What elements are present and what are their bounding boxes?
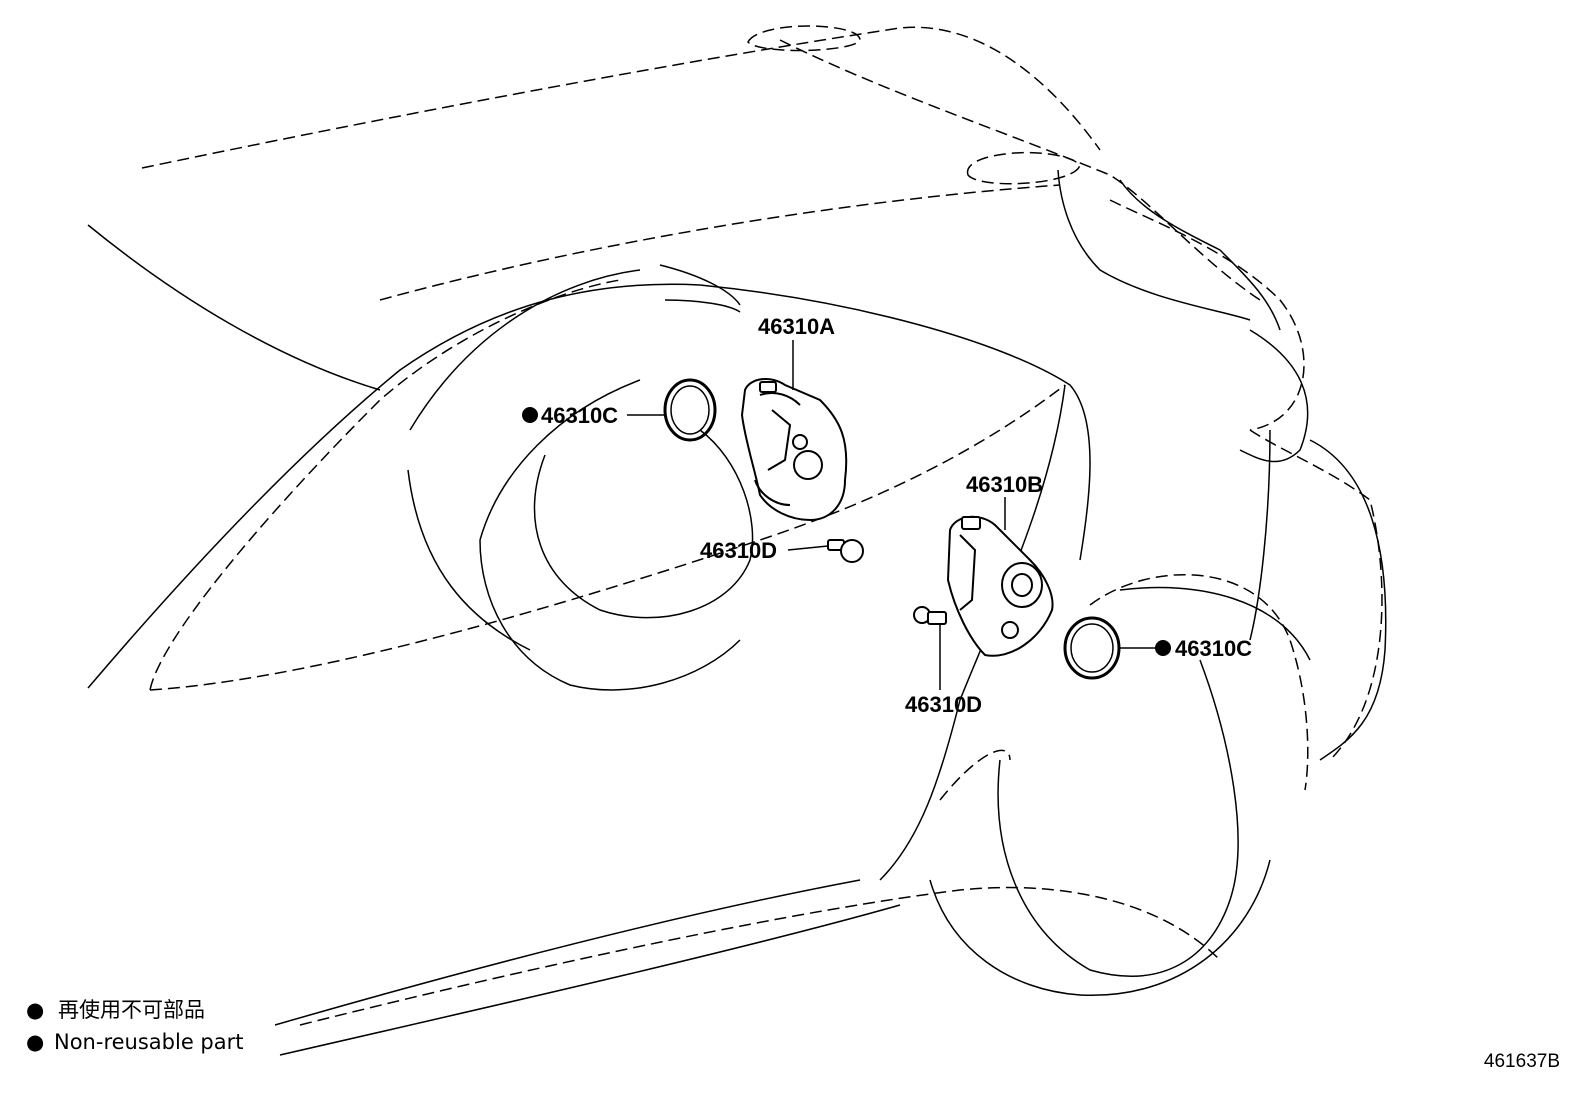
callout-46310c-right: 46310C [1175,636,1252,661]
actuator-46310b [946,515,1054,657]
callout-46310b: 46310B [966,472,1043,497]
bolt-lower [913,606,947,625]
legend-english: Non-reusable part [54,1030,243,1054]
vehicle-body-outline [87,25,1387,1056]
callout-46310a: 46310A [758,314,835,339]
callout-46310d-left: 46310D [700,538,777,563]
o-ring-right [1063,616,1121,680]
figure-number: 461637B [1484,1051,1560,1072]
legend-marker-2: ● [26,1030,44,1054]
callout-46310d-lower: 46310D [905,692,982,717]
o-ring-left [663,378,717,442]
callout-46310c-left: 46310C [541,403,618,428]
legend-marker-1: ● [26,998,44,1022]
actuator-46310a [740,378,848,522]
non-reusable-marker-right [1155,640,1171,656]
leader-lines [627,340,1155,690]
legend-japanese: 再使用不可部品 [58,998,205,1022]
non-reusable-marker-left [522,407,538,423]
legend: ● 再使用不可部品 ● Non-reusable part [26,998,243,1054]
bolt-left [827,539,864,563]
